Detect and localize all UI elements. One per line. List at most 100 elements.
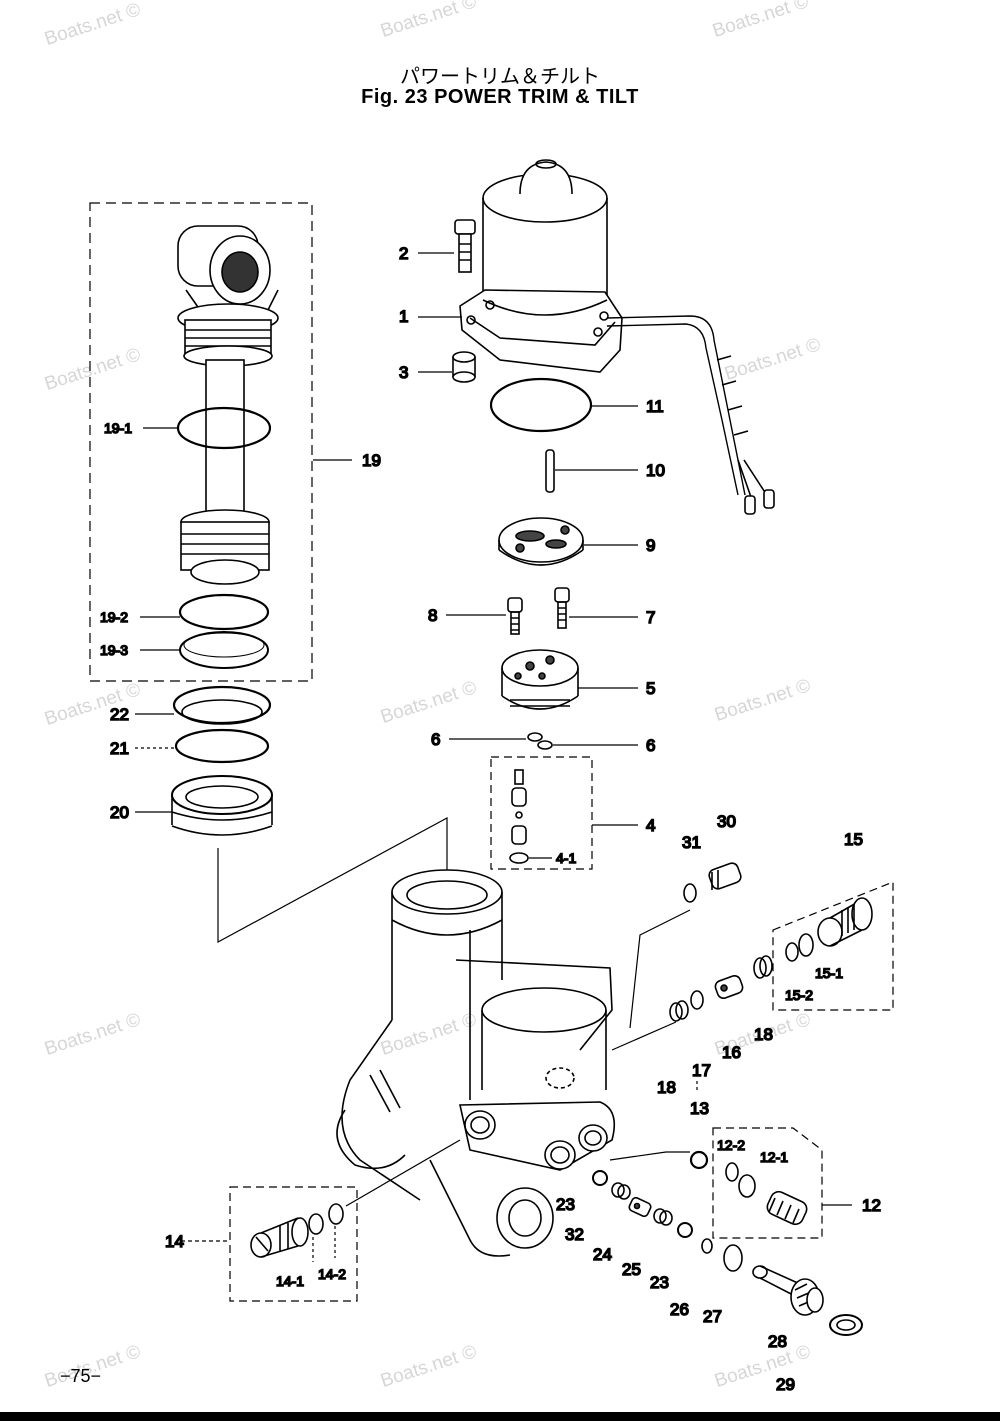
part-14-valve	[250, 1217, 309, 1258]
callout-24: 24	[593, 1245, 612, 1264]
callout-21: 21	[110, 739, 129, 758]
assembly-19-box	[89, 202, 313, 682]
assembly-15-box	[772, 881, 894, 1011]
part-23-washer	[592, 1170, 608, 1186]
assembly-14-box	[229, 1186, 358, 1302]
callout-15: 15	[844, 830, 863, 849]
callout-5: 5	[646, 679, 655, 698]
part-3-collar	[452, 351, 476, 383]
part-4-valve	[511, 769, 527, 845]
callout-28: 28	[768, 1332, 787, 1351]
part-20-cylinder-cap	[171, 775, 273, 836]
part-13-oring	[689, 1150, 709, 1170]
part-24-valve	[628, 1196, 652, 1218]
callout-15-2: 15-2	[785, 987, 813, 1003]
part-26-oring	[701, 1238, 713, 1254]
callout-19-3: 19-3	[100, 642, 128, 658]
callout-32: 32	[565, 1225, 584, 1244]
callout-14: 14	[165, 1232, 184, 1251]
callout-20: 20	[110, 803, 129, 822]
part-18-spring	[669, 1000, 689, 1022]
title-japanese: パワートリム＆チルト	[400, 64, 600, 88]
part-8-bolt	[507, 597, 523, 635]
page-number: −75−	[60, 1366, 102, 1386]
part-19-2-ring	[178, 593, 270, 631]
part-2-bolt	[454, 219, 476, 273]
callout-30: 30	[717, 812, 736, 831]
part-15-1-oring	[798, 933, 814, 957]
part-15-2-oring	[785, 942, 799, 962]
assembly-4-box	[490, 756, 593, 870]
callout-4: 4	[646, 816, 655, 835]
callout-2: 2	[399, 244, 408, 263]
callout-9: 9	[646, 536, 655, 555]
callout-6: 6	[431, 730, 440, 749]
part-19-cylinder	[177, 225, 279, 585]
callout-27: 27	[703, 1307, 722, 1326]
callout-13: 13	[690, 1099, 709, 1118]
part-28-manual-valve	[752, 1265, 824, 1316]
part-22-ring	[172, 685, 272, 725]
part-18-spring	[753, 955, 773, 979]
part-14-2-oring	[328, 1203, 344, 1225]
part-1-motor	[459, 159, 775, 515]
part-12-2-oring	[725, 1162, 739, 1182]
callout-14-1: 14-1	[276, 1273, 304, 1289]
part-4-1-oring	[509, 852, 529, 864]
callout-12-2: 12-2	[717, 1137, 745, 1153]
leader-lines	[135, 252, 852, 1262]
callout-29: 29	[776, 1375, 795, 1394]
part-11-oring	[489, 377, 593, 433]
callout-26: 26	[670, 1300, 689, 1319]
callout-18: 18	[657, 1078, 676, 1097]
callout-31: 31	[682, 833, 701, 852]
part-17-oring	[690, 990, 704, 1010]
callout-23: 23	[556, 1195, 575, 1214]
callout-25: 25	[622, 1260, 641, 1279]
part-5-pump	[501, 649, 579, 710]
callout-19: 19	[362, 451, 381, 470]
callout-19-1: 19-1	[104, 420, 132, 436]
part-10-pin	[545, 449, 555, 493]
callout-22: 22	[110, 705, 129, 724]
leader-20-body	[217, 816, 448, 944]
part-16-valve	[714, 974, 744, 1000]
part-7-bolt	[554, 587, 570, 629]
callout-18: 18	[754, 1025, 773, 1044]
part-body-cylinder-housing	[336, 869, 616, 1257]
callout-17: 17	[692, 1061, 711, 1080]
assembly-12-box	[712, 1127, 823, 1239]
leader-31	[629, 909, 691, 1029]
part-23-washer	[677, 1222, 693, 1238]
part-29-circlip	[829, 1314, 863, 1336]
part-31-oring	[683, 883, 697, 903]
callout-12: 12	[862, 1196, 881, 1215]
callout-10: 10	[646, 461, 665, 480]
part-6-oring	[527, 732, 543, 742]
part-27-oring	[723, 1244, 743, 1272]
part-15-valve	[817, 897, 873, 947]
callout-19-2: 19-2	[100, 609, 128, 625]
part-25-spring	[653, 1208, 673, 1226]
callout-8: 8	[428, 606, 437, 625]
callout-1: 1	[399, 307, 408, 326]
callout-11: 11	[646, 397, 664, 416]
part-32-spring	[611, 1182, 631, 1200]
callout-16: 16	[722, 1043, 741, 1062]
callout-15-1: 15-1	[815, 965, 843, 981]
part-30-plug	[708, 862, 742, 890]
callout-14-2: 14-2	[318, 1266, 346, 1282]
title-english: Fig. 23 POWER TRIM & TILT	[361, 86, 639, 108]
callout-7: 7	[646, 608, 655, 627]
callout-12-1: 12-1	[760, 1149, 788, 1165]
callout-4-1: 4-1	[556, 850, 576, 866]
bottom-border	[0, 1412, 1000, 1421]
callout-3: 3	[399, 363, 408, 382]
callout-6: 6	[646, 736, 655, 755]
part-12-1-oring	[738, 1174, 756, 1198]
part-21-oring	[174, 728, 270, 764]
callout-23: 23	[650, 1273, 669, 1292]
part-6-oring	[537, 740, 553, 750]
